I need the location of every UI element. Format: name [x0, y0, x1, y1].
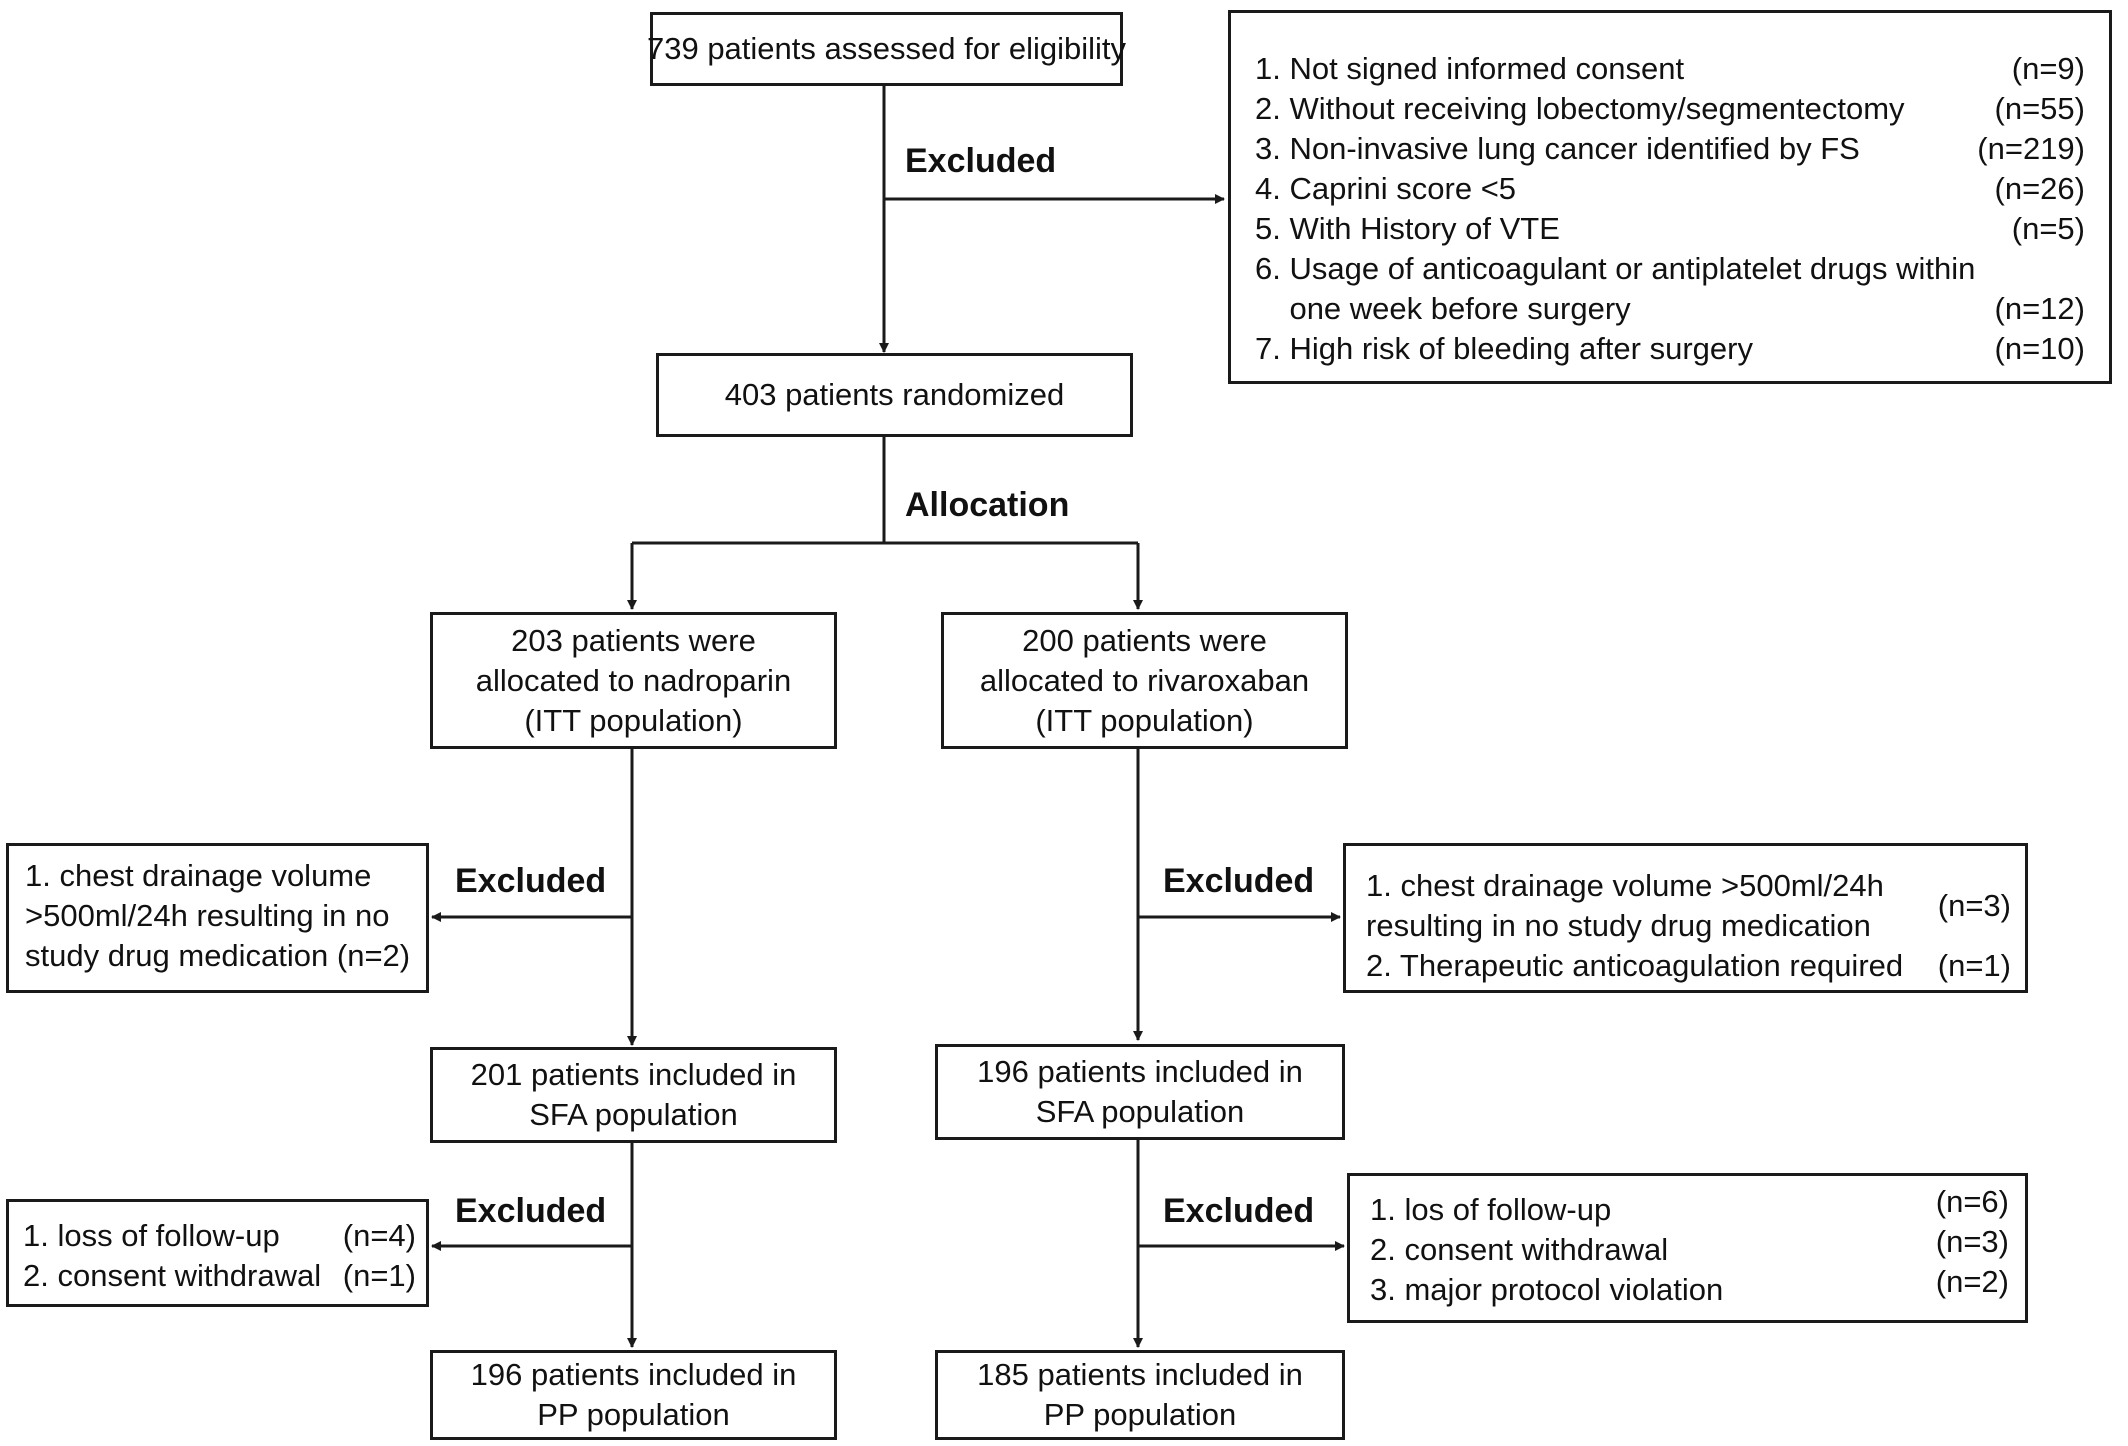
excluded-label-right-2: Excluded: [1163, 1192, 1315, 1230]
exclusion-item: 2. consent withdrawal(n=3): [1370, 1224, 2009, 1267]
rivaroxaban-sfa-box: 196 patients included in SFA population: [935, 1044, 1345, 1140]
exclusion-item: 1. los of follow-up(n=6): [1370, 1184, 2009, 1227]
rivaroxaban-allocation-box: 200 patients were allocated to rivaroxab…: [941, 612, 1348, 749]
excluded-label-left-2: Excluded: [455, 1192, 607, 1230]
rivaroxaban-exclusion1-box: 1. chest drainage volume >500ml/24h resu…: [1343, 843, 2028, 993]
nadroparin-exclusion1-box: 1. chest drainage volume >500ml/24h resu…: [6, 843, 429, 993]
randomized-text: 403 patients randomized: [724, 377, 1065, 412]
rivaroxaban-exclusion2-box: 1. los of follow-up(n=6) 2. consent with…: [1347, 1173, 2028, 1323]
rivaroxaban-pp-box: 185 patients included in PP population: [935, 1350, 1345, 1440]
enrollment-box: 739 patients assessed for eligibility: [646, 12, 1127, 86]
excluded-label-left-1: Excluded: [455, 862, 607, 900]
allocation-label: Allocation: [905, 486, 1070, 524]
exclusion-item: 3. Non-invasive lung cancer identified b…: [1255, 131, 2085, 166]
exclusion-item: 3. major protocol violation(n=2): [1370, 1264, 2009, 1307]
exclusion-item: 1. loss of follow-up(n=4): [23, 1218, 416, 1253]
exclusion-item: 2. Without receiving lobectomy/segmentec…: [1255, 91, 2085, 126]
randomized-box: 403 patients randomized: [656, 353, 1133, 437]
exclusion-item: 7. High risk of bleeding after surgery(n…: [1255, 331, 2085, 366]
nadroparin-allocation-box: 203 patients were allocated to nadropari…: [430, 612, 837, 749]
exclusion-item: 2. consent withdrawal(n=1): [23, 1258, 416, 1293]
nadroparin-pp-box: 196 patients included in PP population: [430, 1350, 837, 1440]
exclusion-item: 1. Not signed informed consent(n=9): [1255, 51, 2085, 86]
exclusion-item: 4. Caprini score <5(n=26): [1255, 171, 2085, 206]
main-exclusion-box: 1. Not signed informed consent(n=9) 2. W…: [1228, 10, 2112, 384]
excluded-label-top: Excluded: [905, 142, 1057, 180]
excluded-label-right-1: Excluded: [1163, 862, 1315, 900]
nadroparin-exclusion2-box: 1. loss of follow-up(n=4) 2. consent wit…: [6, 1199, 429, 1307]
enrollment-text: 739 patients assessed for eligibility: [646, 31, 1127, 66]
exclusion-item: 5. With History of VTE(n=5): [1255, 211, 2085, 246]
exclusion-item: one week before surgery(n=12): [1255, 291, 2085, 326]
exclusion-item: 6. Usage of anticoagulant or antiplatele…: [1255, 251, 1976, 286]
nadroparin-sfa-box: 201 patients included in SFA population: [430, 1047, 837, 1143]
